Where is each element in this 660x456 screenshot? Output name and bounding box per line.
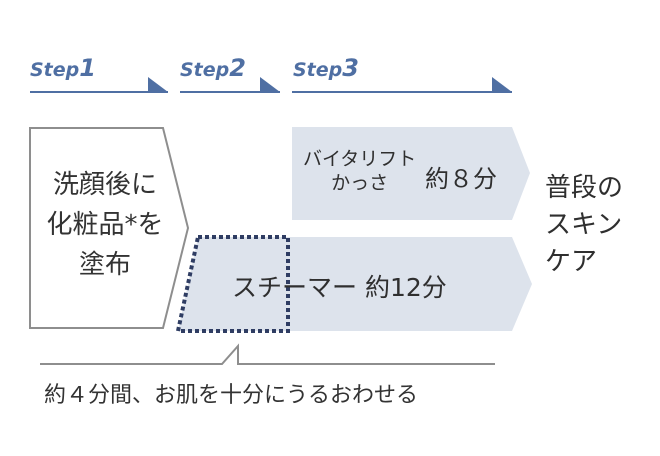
step1-number: 1: [79, 54, 96, 82]
usual-skincare-line1: 普段の: [545, 173, 624, 203]
step3-word: Step: [293, 59, 343, 81]
step2-number: 2: [229, 54, 246, 82]
step1-box: [29, 127, 190, 329]
step1-text-line1: 洗顔後に: [52, 170, 157, 200]
step3-number: 3: [342, 54, 359, 82]
step2-word: Step: [180, 59, 230, 81]
step2-label: Step2: [180, 54, 246, 82]
vitalift-name-line2: かっさ: [331, 172, 389, 194]
step1-underline: [30, 77, 168, 93]
step1-word: Step: [30, 59, 80, 81]
step2-dotted-region: [175, 235, 290, 333]
steamer-label: スチーマー 約12分: [232, 273, 447, 302]
usual-skincare-line3: ケア: [545, 247, 598, 277]
step1-label: Step1: [30, 54, 96, 82]
vitalift-time: 約８分: [425, 165, 497, 193]
steamer-arrow: [178, 237, 532, 331]
usual-skincare-line2: スキン: [545, 210, 623, 240]
usual-skincare-text: 普段の スキン ケア: [545, 170, 623, 281]
caption-bracket: [40, 343, 495, 365]
step1-text-line2: 化粧品*を: [46, 210, 164, 240]
caption-text: 約４分間、お肌を十分にうるおわせる: [44, 383, 419, 408]
vitalift-name: バイタリフト かっさ: [303, 147, 416, 195]
step3-underline: [292, 77, 512, 93]
step1-text-line3: 塗布: [78, 250, 131, 280]
step1-text: 洗顔後に 化粧品*を 塗布: [30, 165, 180, 285]
step2-underline: [180, 77, 280, 93]
vitalift-arrow: [292, 127, 530, 220]
step3-label: Step3: [293, 54, 359, 82]
vitalift-name-line1: バイタリフト: [303, 148, 417, 170]
